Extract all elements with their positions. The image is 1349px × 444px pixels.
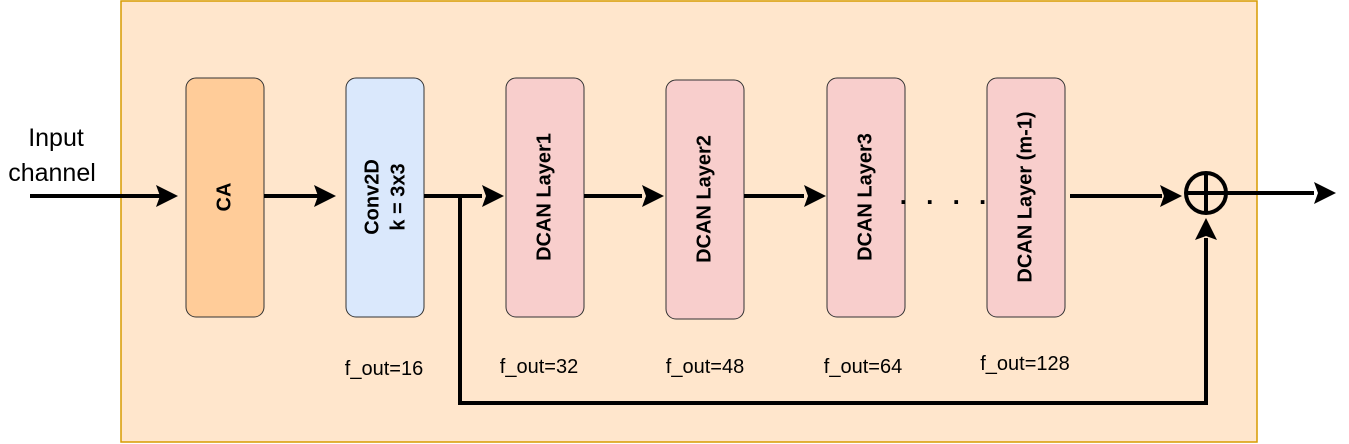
skip-connection-arrowhead — [1195, 218, 1217, 240]
conv2d-fout-note: f_out=16 — [345, 358, 423, 380]
dcan-layer1-label: DCAN Layer1 — [533, 133, 555, 261]
ca-label: CA — [213, 183, 235, 212]
input-label-line1: Input — [28, 124, 84, 152]
ellipsis: . . . . — [900, 180, 993, 210]
output-arrowhead — [1314, 182, 1336, 204]
dcan-layer-m1-block[interactable] — [986, 77, 1066, 318]
dcan-layer2-block[interactable] — [665, 79, 745, 320]
conv2d-block[interactable] — [345, 77, 425, 318]
dcan1-to-dcan2-arrowhead — [642, 185, 664, 207]
ca-to-conv-arrowhead — [314, 185, 336, 207]
dcan-layer3-label: DCAN Layer3 — [854, 133, 876, 261]
dcan-layer3-fout-note: f_out=64 — [824, 356, 902, 378]
dcan-layer2-label: DCAN Layer2 — [693, 135, 715, 263]
skip-connection-line — [458, 196, 1208, 405]
input-arrowhead — [156, 185, 178, 207]
conv2d-label-line1: Conv2D — [361, 159, 383, 235]
conv2d-label-line2: k = 3x3 — [387, 163, 409, 230]
input-label-line2: channel — [8, 159, 96, 187]
dcan-layer2-fout-note: f_out=48 — [666, 356, 744, 378]
dcan2-to-dcan3-arrowhead — [804, 185, 826, 207]
dcan-layer-m1-label: DCAN Layer (m-1) — [1014, 111, 1036, 282]
dcan-layer-m1-fout-note: f_out=128 — [980, 353, 1070, 375]
dcan-layer3-block[interactable] — [826, 77, 906, 318]
dcan-layer1-fout-note: f_out=32 — [500, 356, 578, 378]
dcanm-to-sum-arrowhead — [1160, 185, 1182, 207]
conv-to-dcan1-arrowhead — [482, 185, 504, 207]
